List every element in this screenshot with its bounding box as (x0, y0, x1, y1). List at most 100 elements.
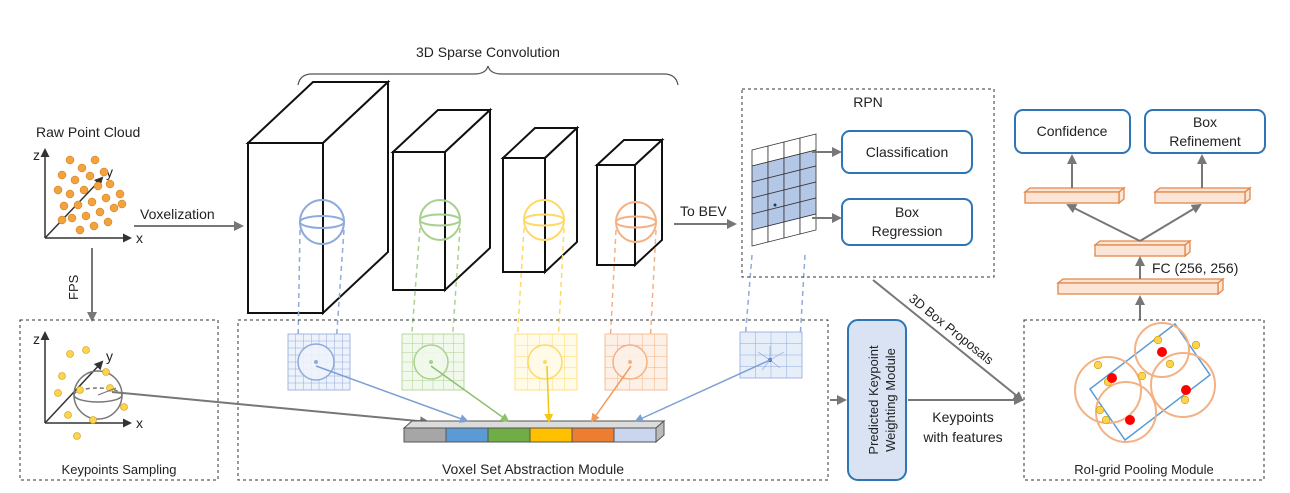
raw-point (85, 171, 95, 181)
box-refinement-label-1: Box (1193, 114, 1217, 130)
voxelization-label: Voxelization (140, 206, 215, 222)
keypoint (58, 372, 66, 380)
box-regression-box (841, 198, 973, 246)
classification-box (841, 130, 973, 174)
kp-axis-z-label: z (33, 331, 40, 347)
keypoints-sampling-label: Keypoints Sampling (62, 462, 177, 477)
feature-segment-blue (445, 427, 489, 443)
kp-axis-x-label: x (136, 415, 143, 431)
bev-cell (767, 221, 785, 243)
keypoint (82, 346, 90, 354)
raw-point (103, 217, 113, 227)
axis-y-label: y (106, 164, 113, 180)
fc-layer-input (1056, 277, 1225, 296)
raw-points (53, 155, 127, 235)
roi-grid-point (1181, 385, 1191, 395)
roi-grid-point (1125, 415, 1135, 425)
raw-point (101, 193, 111, 203)
raw-point (70, 175, 80, 185)
weighting-module-box (847, 319, 907, 481)
feature-segment-gray (403, 427, 447, 443)
keypoint-query-sphere (73, 370, 123, 420)
raw-point (65, 155, 75, 165)
vsa-voxel-grids (287, 331, 803, 391)
raw-point (105, 179, 115, 189)
raw-point (90, 155, 100, 165)
axis-x-label: x (136, 230, 143, 246)
vsa-feature-arrows (315, 359, 771, 423)
fc-layer-confidence (1023, 186, 1126, 205)
raw-point-cloud-axes (40, 148, 132, 243)
conv-cube-2 (390, 107, 493, 293)
fc-layer-shared (1093, 239, 1192, 258)
raw-point (57, 170, 67, 180)
vsa-grid-yellow (514, 333, 578, 391)
to-bev-label: To BEV (680, 203, 727, 219)
classification-label: Classification (866, 144, 948, 160)
keypoint (66, 350, 74, 358)
fc-label: FC (256, 256) (1152, 260, 1238, 276)
box-proposals-label: 3D Box Proposals (906, 291, 997, 368)
keypoints-sampling-box (19, 319, 219, 481)
conv-cube-1 (245, 79, 391, 316)
raw-point (65, 189, 75, 199)
feature-segment-orange (571, 427, 615, 443)
roi-grid-point (1107, 373, 1117, 383)
raw-point (95, 207, 105, 217)
fc-layers (1023, 186, 1252, 296)
box-refinement-box (1144, 109, 1266, 154)
confidence-label: Confidence (1037, 123, 1108, 139)
raw-point (53, 185, 63, 195)
roi-keypoint (1180, 395, 1190, 405)
roi-keypoint (1191, 340, 1201, 350)
kp-axis-y-label: y (106, 348, 113, 364)
raw-point (115, 189, 125, 199)
roi-pooling-box (1023, 319, 1265, 481)
raw-point (79, 185, 89, 195)
roi-pooling-label: RoI-grid Pooling Module (1074, 462, 1213, 477)
fps-label: FPS (66, 274, 81, 300)
raw-point (77, 163, 87, 173)
weighting-module-label-2: Weighting Module (883, 348, 898, 452)
vsa-module-box (237, 319, 829, 481)
sphere-green (419, 199, 461, 241)
bev-cell (783, 217, 801, 239)
roi-keypoint (1101, 415, 1111, 425)
projection-lines (297, 227, 806, 346)
raw-point (87, 197, 97, 207)
rpn-label: RPN (853, 94, 883, 110)
roi-keypoint (1137, 371, 1147, 381)
weighting-module-label-1: Predicted Keypoint (866, 345, 881, 455)
bev-feature-map (751, 133, 817, 247)
keypoint-to-vsa-arrow (111, 391, 430, 427)
box-refinement-label-2: Refinement (1169, 133, 1241, 149)
keypoints-features-label-1: Keypoints (932, 409, 993, 425)
raw-point (99, 167, 109, 177)
raw-point (73, 200, 83, 210)
sparse-conv-brace (297, 65, 679, 86)
vsa-module-label: Voxel Set Abstraction Module (442, 461, 624, 477)
rpn-arrows (812, 147, 842, 223)
roi-keypoint (1153, 335, 1163, 345)
raw-point (109, 203, 119, 213)
raw-point (57, 215, 67, 225)
box-regression-label-2: Regression (872, 223, 943, 239)
vsa-grid-blue (287, 333, 351, 391)
feature-segment-lightblue (613, 427, 657, 443)
fc-layer-refinement (1153, 186, 1252, 205)
keypoint (54, 389, 62, 397)
sparse-conv-label: 3D Sparse Convolution (416, 44, 560, 60)
roi-grid-spheres (1074, 322, 1216, 443)
raw-point (93, 181, 103, 191)
vsa-grid-orange (604, 333, 668, 391)
sphere-orange (615, 201, 657, 243)
raw-point (67, 213, 77, 223)
box-regression-label-1: Box (895, 204, 919, 220)
feature-segment-green (487, 427, 531, 443)
roi-points (1093, 335, 1201, 425)
keypoint (89, 416, 97, 424)
keypoint (73, 432, 81, 440)
raw-point (59, 201, 69, 211)
keypoint (64, 411, 72, 419)
